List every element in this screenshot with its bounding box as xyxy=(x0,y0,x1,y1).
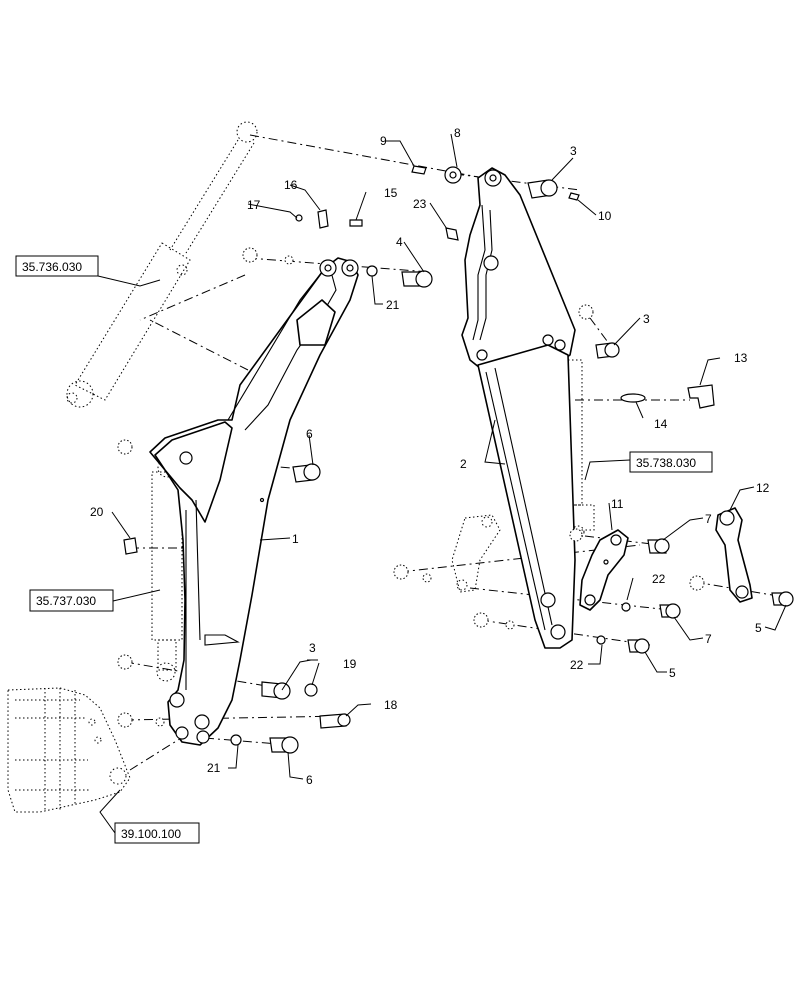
link-part-12 xyxy=(715,507,753,603)
arm-part-2 xyxy=(461,167,576,649)
link-part-11 xyxy=(579,529,629,611)
callout-15: 15 xyxy=(384,186,398,200)
callout-20: 20 xyxy=(90,505,104,519)
callout-13: 13 xyxy=(734,351,748,365)
ref-box-39-100-100 xyxy=(114,822,200,844)
ref-box-35-736-030 xyxy=(15,255,99,277)
callout-21-upper: 21 xyxy=(386,298,400,312)
reference-boxes: 35.736.030 35.737.030 35.738.030 39.100.… xyxy=(15,255,713,844)
callout-22-lower: 22 xyxy=(570,658,584,672)
callout-23: 23 xyxy=(413,197,427,211)
callout-21-lower: 21 xyxy=(207,761,221,775)
ref-label-39-100-100: 39.100.100 xyxy=(121,827,181,841)
pin-hardware xyxy=(117,165,794,754)
phantom-link xyxy=(451,514,501,593)
leader-lines xyxy=(97,133,787,834)
phantom-swing-bracket xyxy=(7,687,131,813)
callout-17: 17 xyxy=(247,198,261,212)
callout-12: 12 xyxy=(756,481,770,495)
callout-19: 19 xyxy=(343,657,357,671)
callout-22-upper: 22 xyxy=(652,572,666,586)
callout-5-right: 5 xyxy=(755,621,762,635)
callout-5-middle: 5 xyxy=(669,666,676,680)
callout-1: 1 xyxy=(292,532,299,546)
callout-14: 14 xyxy=(654,417,668,431)
callout-2: 2 xyxy=(460,457,467,471)
callout-labels: 1 2 3 3 3 4 5 5 6 6 7 7 8 9 10 11 12 13 … xyxy=(90,126,770,787)
callout-16: 16 xyxy=(284,178,298,192)
callout-8: 8 xyxy=(454,126,461,140)
callout-7-lower: 7 xyxy=(705,632,712,646)
callout-9: 9 xyxy=(380,134,387,148)
ref-label-35-736-030: 35.736.030 xyxy=(22,260,82,274)
ref-box-35-738-030 xyxy=(629,451,713,473)
boom-part-1 xyxy=(149,257,359,746)
callout-10: 10 xyxy=(598,209,612,223)
ref-box-35-737-030 xyxy=(29,589,114,612)
callout-6-upper: 6 xyxy=(306,427,313,441)
ref-label-35-738-030: 35.738.030 xyxy=(636,456,696,470)
callout-11: 11 xyxy=(611,497,624,511)
callout-7-upper: 7 xyxy=(705,512,712,526)
callout-6-lower: 6 xyxy=(306,773,313,787)
callout-4: 4 xyxy=(396,235,403,249)
callout-18: 18 xyxy=(384,698,398,712)
callout-3-right: 3 xyxy=(643,312,650,326)
phantom-boom-cylinder xyxy=(66,121,258,408)
ref-label-35-737-030: 35.737.030 xyxy=(36,594,96,608)
callout-3-top: 3 xyxy=(570,144,577,158)
callout-3-lower: 3 xyxy=(309,641,316,655)
